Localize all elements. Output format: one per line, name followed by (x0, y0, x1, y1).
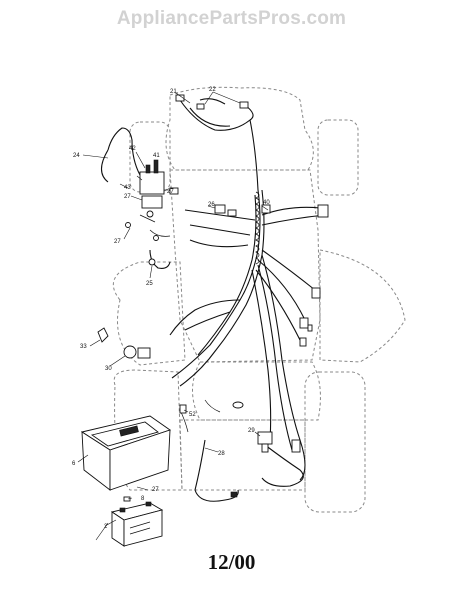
watermark-text: AppliancePartsPros.com (116, 8, 347, 29)
callout-41: 41 (153, 153, 160, 159)
tractor-outline (112, 86, 406, 513)
callout-27-b: 27 (167, 189, 174, 195)
callout-25: 25 (146, 281, 153, 287)
battery (110, 501, 164, 547)
callout-2: 2 (104, 524, 108, 530)
callout-52: 52 (189, 412, 196, 418)
callout-33: 33 (80, 344, 87, 350)
callout-28: 28 (218, 451, 225, 457)
date-code: 12/00 (207, 550, 256, 574)
callout-24: 24 (73, 153, 80, 159)
wire-harness (100, 98, 326, 502)
callout-8: 8 (141, 496, 145, 502)
callout-30: 30 (105, 366, 112, 372)
callout-27-d: 27 (152, 487, 159, 493)
components (80, 94, 329, 547)
battery-tray (80, 415, 171, 491)
callout-labels: 21 22 24 42 41 43 27 27 27 26 40 25 33 3… (72, 87, 270, 530)
callout-22: 22 (209, 87, 216, 93)
callout-42: 42 (129, 146, 136, 152)
callout-6: 6 (72, 461, 76, 467)
callout-26: 26 (208, 202, 215, 208)
callout-27-c: 27 (114, 239, 121, 245)
callout-leaders (77, 91, 269, 541)
callout-29: 29 (248, 428, 255, 434)
callout-21: 21 (170, 89, 177, 95)
callout-27-a: 27 (124, 194, 131, 200)
callout-40: 40 (263, 200, 270, 206)
callout-43: 43 (124, 185, 131, 191)
